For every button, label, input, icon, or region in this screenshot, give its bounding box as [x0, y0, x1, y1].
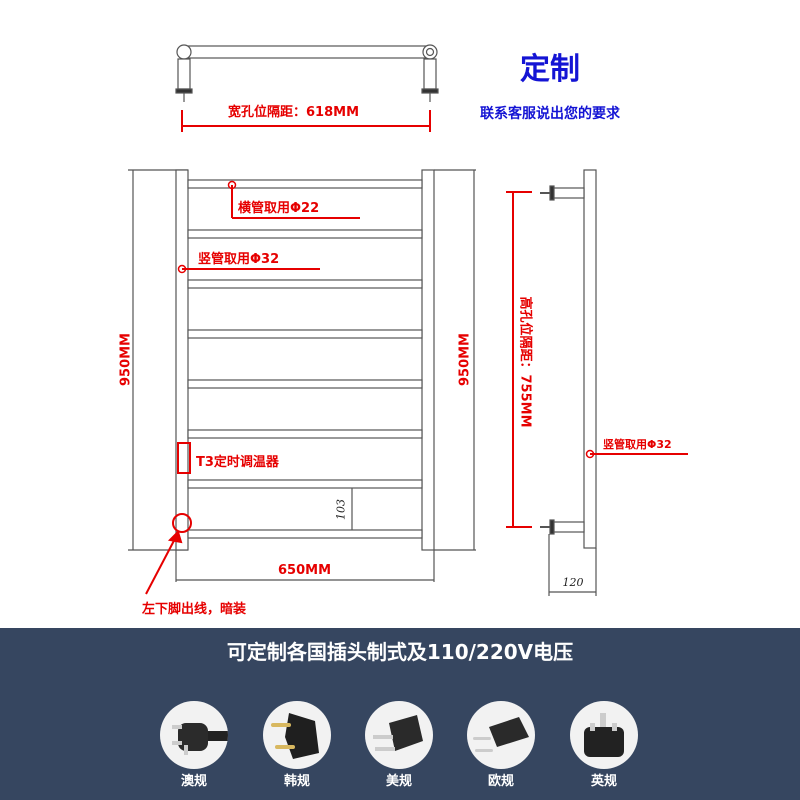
- plug-label-us: 美规: [385, 774, 412, 789]
- page-subtitle: 联系客服说出您的要求: [480, 106, 620, 122]
- au-plug-icon: [160, 701, 228, 769]
- plug-label-uk: 英规: [590, 774, 617, 789]
- banner-title: 可定制各国插头制式及110/220V电压: [226, 640, 574, 664]
- hole-height-spacing-label: 高孔位隔距：755MM: [517, 296, 533, 428]
- plug-label-au: 澳规: [180, 774, 207, 789]
- plug-banner: 可定制各国插头制式及110/220V电压 澳规 韩规 美规 欧规 英规: [0, 628, 800, 800]
- left-post: [175, 169, 189, 551]
- us-plug-icon: [365, 701, 433, 769]
- width-hole-spacing-label: 宽孔位隔距：618MM: [228, 105, 360, 120]
- height-right-label: 950MM: [457, 333, 473, 387]
- side-vertical-tube-label: 竖管取用Φ32: [603, 438, 672, 451]
- right-post: [421, 169, 435, 551]
- wire-outlet-label: 左下脚出线，暗装: [142, 602, 247, 617]
- thermostat-label: T3定时调温器: [196, 455, 279, 470]
- depth-label: 120: [562, 576, 584, 589]
- eu-plug-icon: [467, 701, 535, 769]
- technical-drawing: [128, 44, 688, 596]
- kr-plug-icon: [263, 701, 331, 769]
- horizontal-tube-label: 横管取用Φ22: [238, 201, 320, 216]
- top-view-bar: [183, 45, 431, 59]
- side-post: [583, 169, 597, 549]
- plug-label-eu: 欧规: [487, 774, 514, 789]
- height-left-label: 950MM: [118, 333, 134, 387]
- width-label: 650MM: [278, 563, 332, 578]
- bar-spacing-label: 103: [334, 499, 348, 520]
- page-title: 定制: [520, 52, 580, 87]
- uk-plug-icon: [570, 701, 638, 769]
- vertical-tube-label: 竖管取用Φ32: [198, 252, 280, 267]
- plug-label-kr: 韩规: [283, 774, 310, 789]
